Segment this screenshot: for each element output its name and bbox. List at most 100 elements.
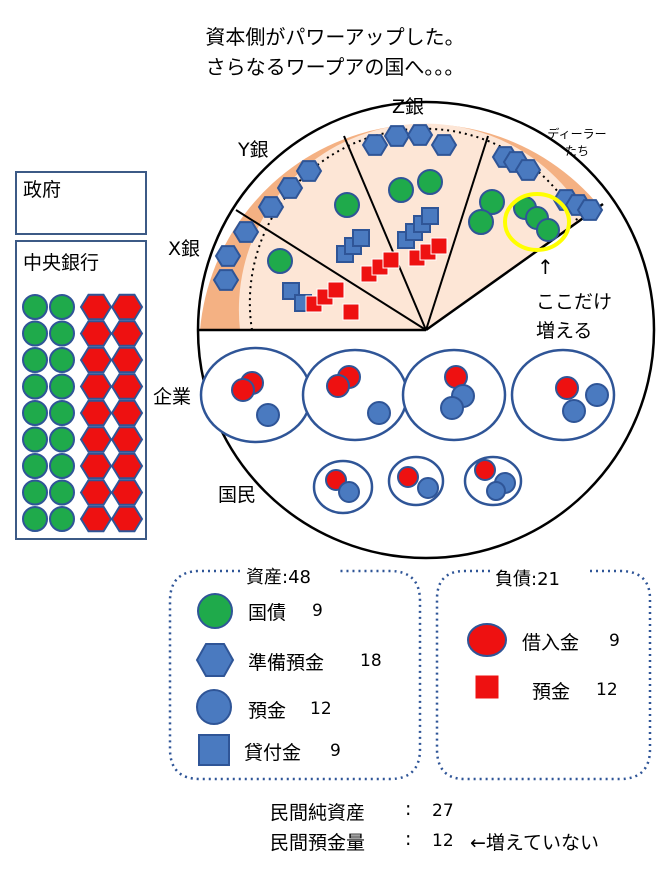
reserve-red-hexagon: [110, 320, 144, 347]
government-box: 政府: [15, 171, 147, 235]
jgb-green-circle: [267, 248, 293, 274]
asset-value-loans: 9: [330, 741, 341, 761]
central-bank-label: 中央銀行: [23, 252, 100, 274]
spoke-z-dealer: [425, 135, 489, 331]
reserve-blue-hexagon: [295, 160, 323, 182]
liability-label-borrowings: 借入金: [522, 632, 580, 654]
jgb-green-circle: [49, 373, 75, 400]
borrowing-red-circle: [555, 376, 579, 400]
bank-x-label: X銀: [168, 238, 201, 260]
asset-label-jgb: 国債: [248, 602, 287, 624]
red-circle-icon: [467, 623, 507, 657]
jgb-green-circle: [22, 453, 48, 479]
deposit-red-square: [327, 281, 345, 299]
deposit-blue-circle: [585, 383, 609, 407]
reserve-red-hexagon: [110, 373, 144, 400]
reserve-blue-hexagon: [514, 159, 542, 181]
deposit-blue-circle: [417, 477, 439, 499]
jgb-green-circle: [22, 294, 48, 320]
loan-blue-square: [352, 229, 370, 247]
jgb-green-circle: [49, 347, 75, 373]
central-bank-holdings: [22, 293, 144, 533]
asset-value-reserves: 18: [360, 651, 382, 671]
summary-sep-1: :: [405, 798, 412, 820]
dealer-jgb-green-circle: [536, 218, 560, 242]
reserve-red-hexagon: [79, 479, 113, 506]
green-circle-icon: [197, 593, 233, 629]
reserve-red-hexagon: [110, 426, 144, 453]
jgb-green-circle: [22, 373, 48, 400]
annotation-line-1: ここだけ: [536, 291, 613, 313]
reserve-red-hexagon: [110, 452, 144, 480]
deposit-red-square: [342, 303, 360, 321]
annotation-arrow: ↑: [537, 255, 554, 279]
spoke-y-z: [343, 135, 427, 331]
reserve-red-hexagon: [110, 505, 144, 533]
dealers-label: ディーラー たち: [547, 127, 607, 158]
liabilities-title: 負債:21: [495, 569, 560, 590]
jgb-green-circle: [22, 506, 48, 532]
government-label: 政府: [23, 179, 62, 201]
spoke-x-y: [235, 209, 427, 331]
reserve-blue-hexagon: [576, 199, 604, 221]
jgb-green-circle: [22, 426, 48, 453]
borrowing-red-circle: [231, 378, 255, 402]
title-line-1: 資本側がパワーアップした。: [205, 25, 465, 49]
reserve-red-hexagon: [79, 505, 113, 533]
reserve-red-hexagon: [110, 479, 144, 506]
jgb-green-circle: [49, 400, 75, 426]
jgb-green-circle: [479, 189, 505, 215]
liability-value-deposits: 12: [596, 680, 618, 700]
asset-label-reserves: 準備預金: [248, 652, 325, 674]
deposit-blue-circle: [338, 481, 360, 503]
fan-edge-line: [425, 202, 604, 332]
jgb-green-circle: [49, 320, 75, 347]
reserve-red-hexagon: [79, 346, 113, 374]
reserve-red-hexagon: [110, 346, 144, 374]
legend-frames: [168, 569, 652, 781]
borrowing-red-circle: [326, 374, 350, 398]
deposit-blue-circle: [440, 396, 464, 420]
reserve-red-hexagon: [110, 293, 144, 321]
loan-blue-square: [421, 207, 439, 225]
deposit-blue-circle: [486, 481, 506, 501]
summary-value-deposit-volume: 12: [432, 831, 454, 851]
deposit-red-square: [382, 251, 400, 269]
jgb-green-circle: [417, 169, 443, 195]
liability-label-deposits: 預金: [532, 681, 571, 703]
jgb-green-circle: [468, 209, 494, 235]
title-line-2: さらなるワープアの国へ。。。: [205, 55, 465, 79]
reserve-blue-hexagon: [257, 196, 285, 218]
company-circle: [301, 348, 409, 442]
borrowing-red-circle: [397, 466, 419, 488]
summary-note: ←増えていない: [470, 832, 599, 854]
company-circle: [199, 346, 313, 444]
jgb-green-circle: [49, 294, 75, 320]
citizens-label: 国民: [218, 484, 257, 506]
economy-diagram: [196, 100, 656, 560]
summary-label-net-assets: 民間純資産: [270, 802, 366, 824]
reserve-blue-hexagon: [214, 245, 242, 267]
bank-z-label: Z銀: [392, 96, 425, 118]
jgb-green-circle: [22, 347, 48, 373]
summary-sep-2: :: [405, 828, 412, 850]
reserve-red-hexagon: [79, 399, 113, 427]
reserve-blue-hexagon: [406, 124, 434, 146]
reserve-blue-hexagon: [212, 269, 240, 291]
reserve-blue-hexagon: [232, 221, 260, 243]
liabilities-frame: [435, 569, 652, 781]
summary-value-net-assets: 27: [432, 801, 454, 821]
deposit-blue-circle: [367, 401, 391, 425]
asset-value-jgb: 9: [312, 601, 323, 621]
reserve-red-hexagon: [79, 373, 113, 400]
reserve-red-hexagon: [79, 293, 113, 321]
jgb-green-circle: [49, 506, 75, 532]
red-square-icon: [474, 674, 500, 700]
highlight-ring: [503, 192, 571, 252]
reserve-red-hexagon: [110, 399, 144, 427]
reserve-blue-hexagon: [430, 134, 458, 156]
asset-label-loans: 貸付金: [244, 742, 302, 764]
jgb-green-circle: [49, 453, 75, 479]
reserve-blue-hexagon: [383, 125, 411, 147]
jgb-green-circle: [49, 479, 75, 506]
